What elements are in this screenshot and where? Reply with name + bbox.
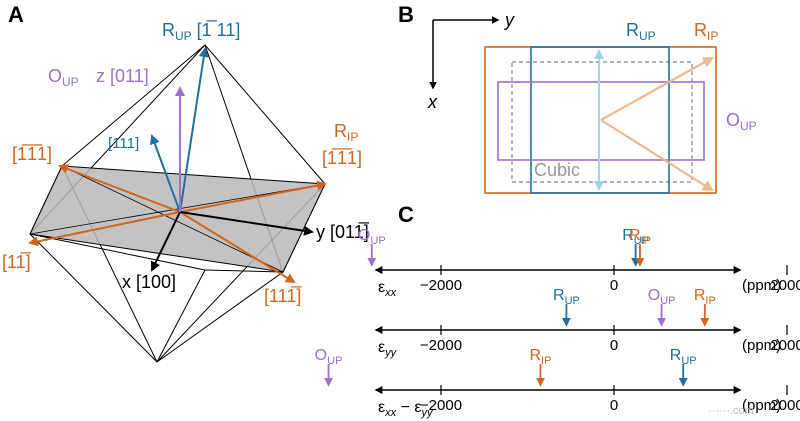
panel-b: B y x RUP RIP OUP Cubic <box>398 2 757 194</box>
tick-label: 2000 <box>770 277 800 294</box>
r-ip-label: RIP <box>334 121 358 144</box>
cubic-rectangle <box>511 61 693 183</box>
light-orange-down-arrow <box>600 119 714 192</box>
marker-label: RIP <box>529 347 551 367</box>
marker-label: RUP <box>670 347 697 367</box>
marker-label: RIP <box>694 287 716 307</box>
r-up-label: RUP [1̅ 11] <box>162 20 240 43</box>
b-o-up-label: OUP <box>726 110 757 133</box>
plane-diagonal <box>29 183 326 235</box>
tick-label: 0 <box>610 397 618 414</box>
tick-label: 0 <box>610 337 618 354</box>
lower-right-arrow <box>179 211 296 284</box>
marker-label: RIP <box>629 227 651 247</box>
octahedron-edge <box>29 233 206 271</box>
panel-c-letter: C <box>398 202 414 227</box>
panel-b-letter: B <box>398 2 414 27</box>
marker-o-up: OUP <box>358 227 386 267</box>
marker-o-up: OUP <box>315 347 343 387</box>
r-up-arrow <box>179 47 209 213</box>
tick-label: 2000 <box>770 337 800 354</box>
left-upper-arrow <box>58 164 181 213</box>
watermark-text: ······.com <box>708 405 754 417</box>
panel-a-letter: A <box>8 2 24 27</box>
unit-label: (ppm) <box>742 397 781 414</box>
tick-label: −2000 <box>420 397 462 414</box>
octahedron-edge <box>156 269 206 363</box>
b-r-ip-label: RIP <box>694 20 718 43</box>
marker-r-ip: RIP <box>529 347 551 387</box>
strain-axis: −2000 0 2000(ppm) εxx − εyy OUP RIP RUP <box>315 347 800 419</box>
tick-label: −2000 <box>420 337 462 354</box>
dir-111-arrow <box>150 134 181 213</box>
marker-label: OUP <box>648 287 676 307</box>
axis-label: εxx − εyy <box>378 399 434 419</box>
left-lower-arrow <box>28 211 181 247</box>
panel-a: A RUP [1̅ 11] <box>2 2 370 363</box>
b-r-up-label: RUP <box>626 20 656 43</box>
unit-label: (ppm) <box>742 277 781 294</box>
strain-axis: −2000 0 2000(ppm) εyy RUP OUP RIP <box>374 287 800 359</box>
tick-label: 0 <box>610 277 618 294</box>
marker-r-up: RUP <box>670 347 697 387</box>
unit-label: (ppm) <box>742 337 781 354</box>
marker-label: OUP <box>315 347 343 367</box>
marker-label: OUP <box>358 227 386 247</box>
marker-label: RUP <box>553 287 580 307</box>
b-y-label: y <box>503 10 515 30</box>
axis-label: εyy <box>378 339 398 359</box>
y-axis-label: y [011̅] <box>316 222 370 242</box>
plane-diagonal <box>61 165 284 273</box>
o-up-z-label: z [011] <box>96 66 149 86</box>
dir-111-label: [111] <box>108 135 139 152</box>
octahedron-edge <box>204 269 284 273</box>
marker-r-up: RUP <box>553 287 580 327</box>
o-up-label: OUP <box>48 66 79 89</box>
lower-right-direction: [111̅] <box>264 286 302 306</box>
r-ip-arrow <box>179 180 327 213</box>
y-axis-arrow <box>179 211 314 236</box>
left-upper-direction: [1̅1̅1] <box>12 144 52 164</box>
x-axis-label: x [100] <box>122 272 176 292</box>
o-up-rectangle <box>497 81 705 161</box>
tick-label: −2000 <box>420 277 462 294</box>
axis-label: εxx <box>378 279 397 299</box>
r-up-rectangle <box>530 46 670 194</box>
x-axis-arrow <box>150 211 181 272</box>
left-lower-direction: [11̅] <box>2 252 32 272</box>
tick-label: 2000 <box>770 397 800 414</box>
light-orange-up-arrow <box>600 56 714 121</box>
b-x-label: x <box>427 92 438 112</box>
marker-o-up: OUP <box>648 287 676 327</box>
marker-r-ip: RIP <box>694 287 716 327</box>
marker-r-ip: RIP <box>629 227 651 267</box>
r-ip-direction: [1̅1̅1] <box>322 148 362 168</box>
cubic-label: Cubic <box>534 160 580 180</box>
marker-label: RUP <box>622 227 649 247</box>
